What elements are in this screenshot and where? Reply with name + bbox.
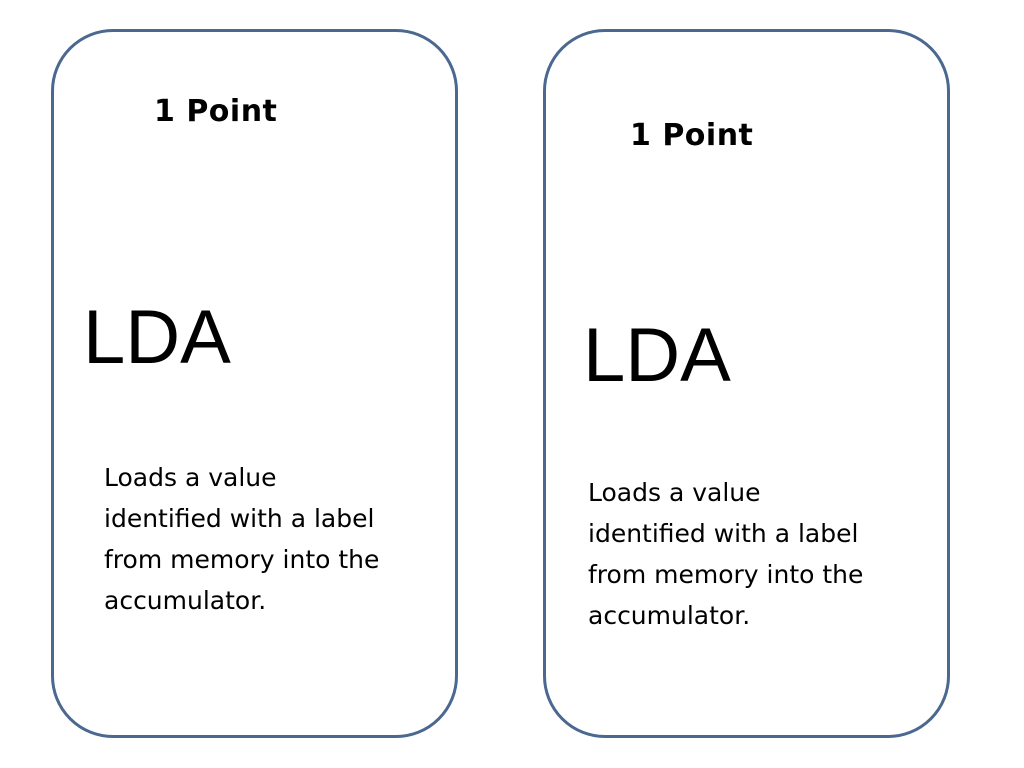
card-points-label: 1 Point [630, 118, 754, 153]
card-mnemonic: LDA [83, 295, 231, 380]
card-mnemonic: LDA [583, 313, 731, 398]
card-points-label: 1 Point [154, 94, 278, 129]
instruction-card-left: 1 Point LDA Loads a value identified wit… [51, 29, 458, 738]
card-description: Loads a value identified with a label fr… [104, 463, 380, 615]
card-description: Loads a value identified with a label fr… [588, 478, 864, 630]
instruction-card-right: 1 Point LDA Loads a value identified wit… [543, 29, 950, 738]
